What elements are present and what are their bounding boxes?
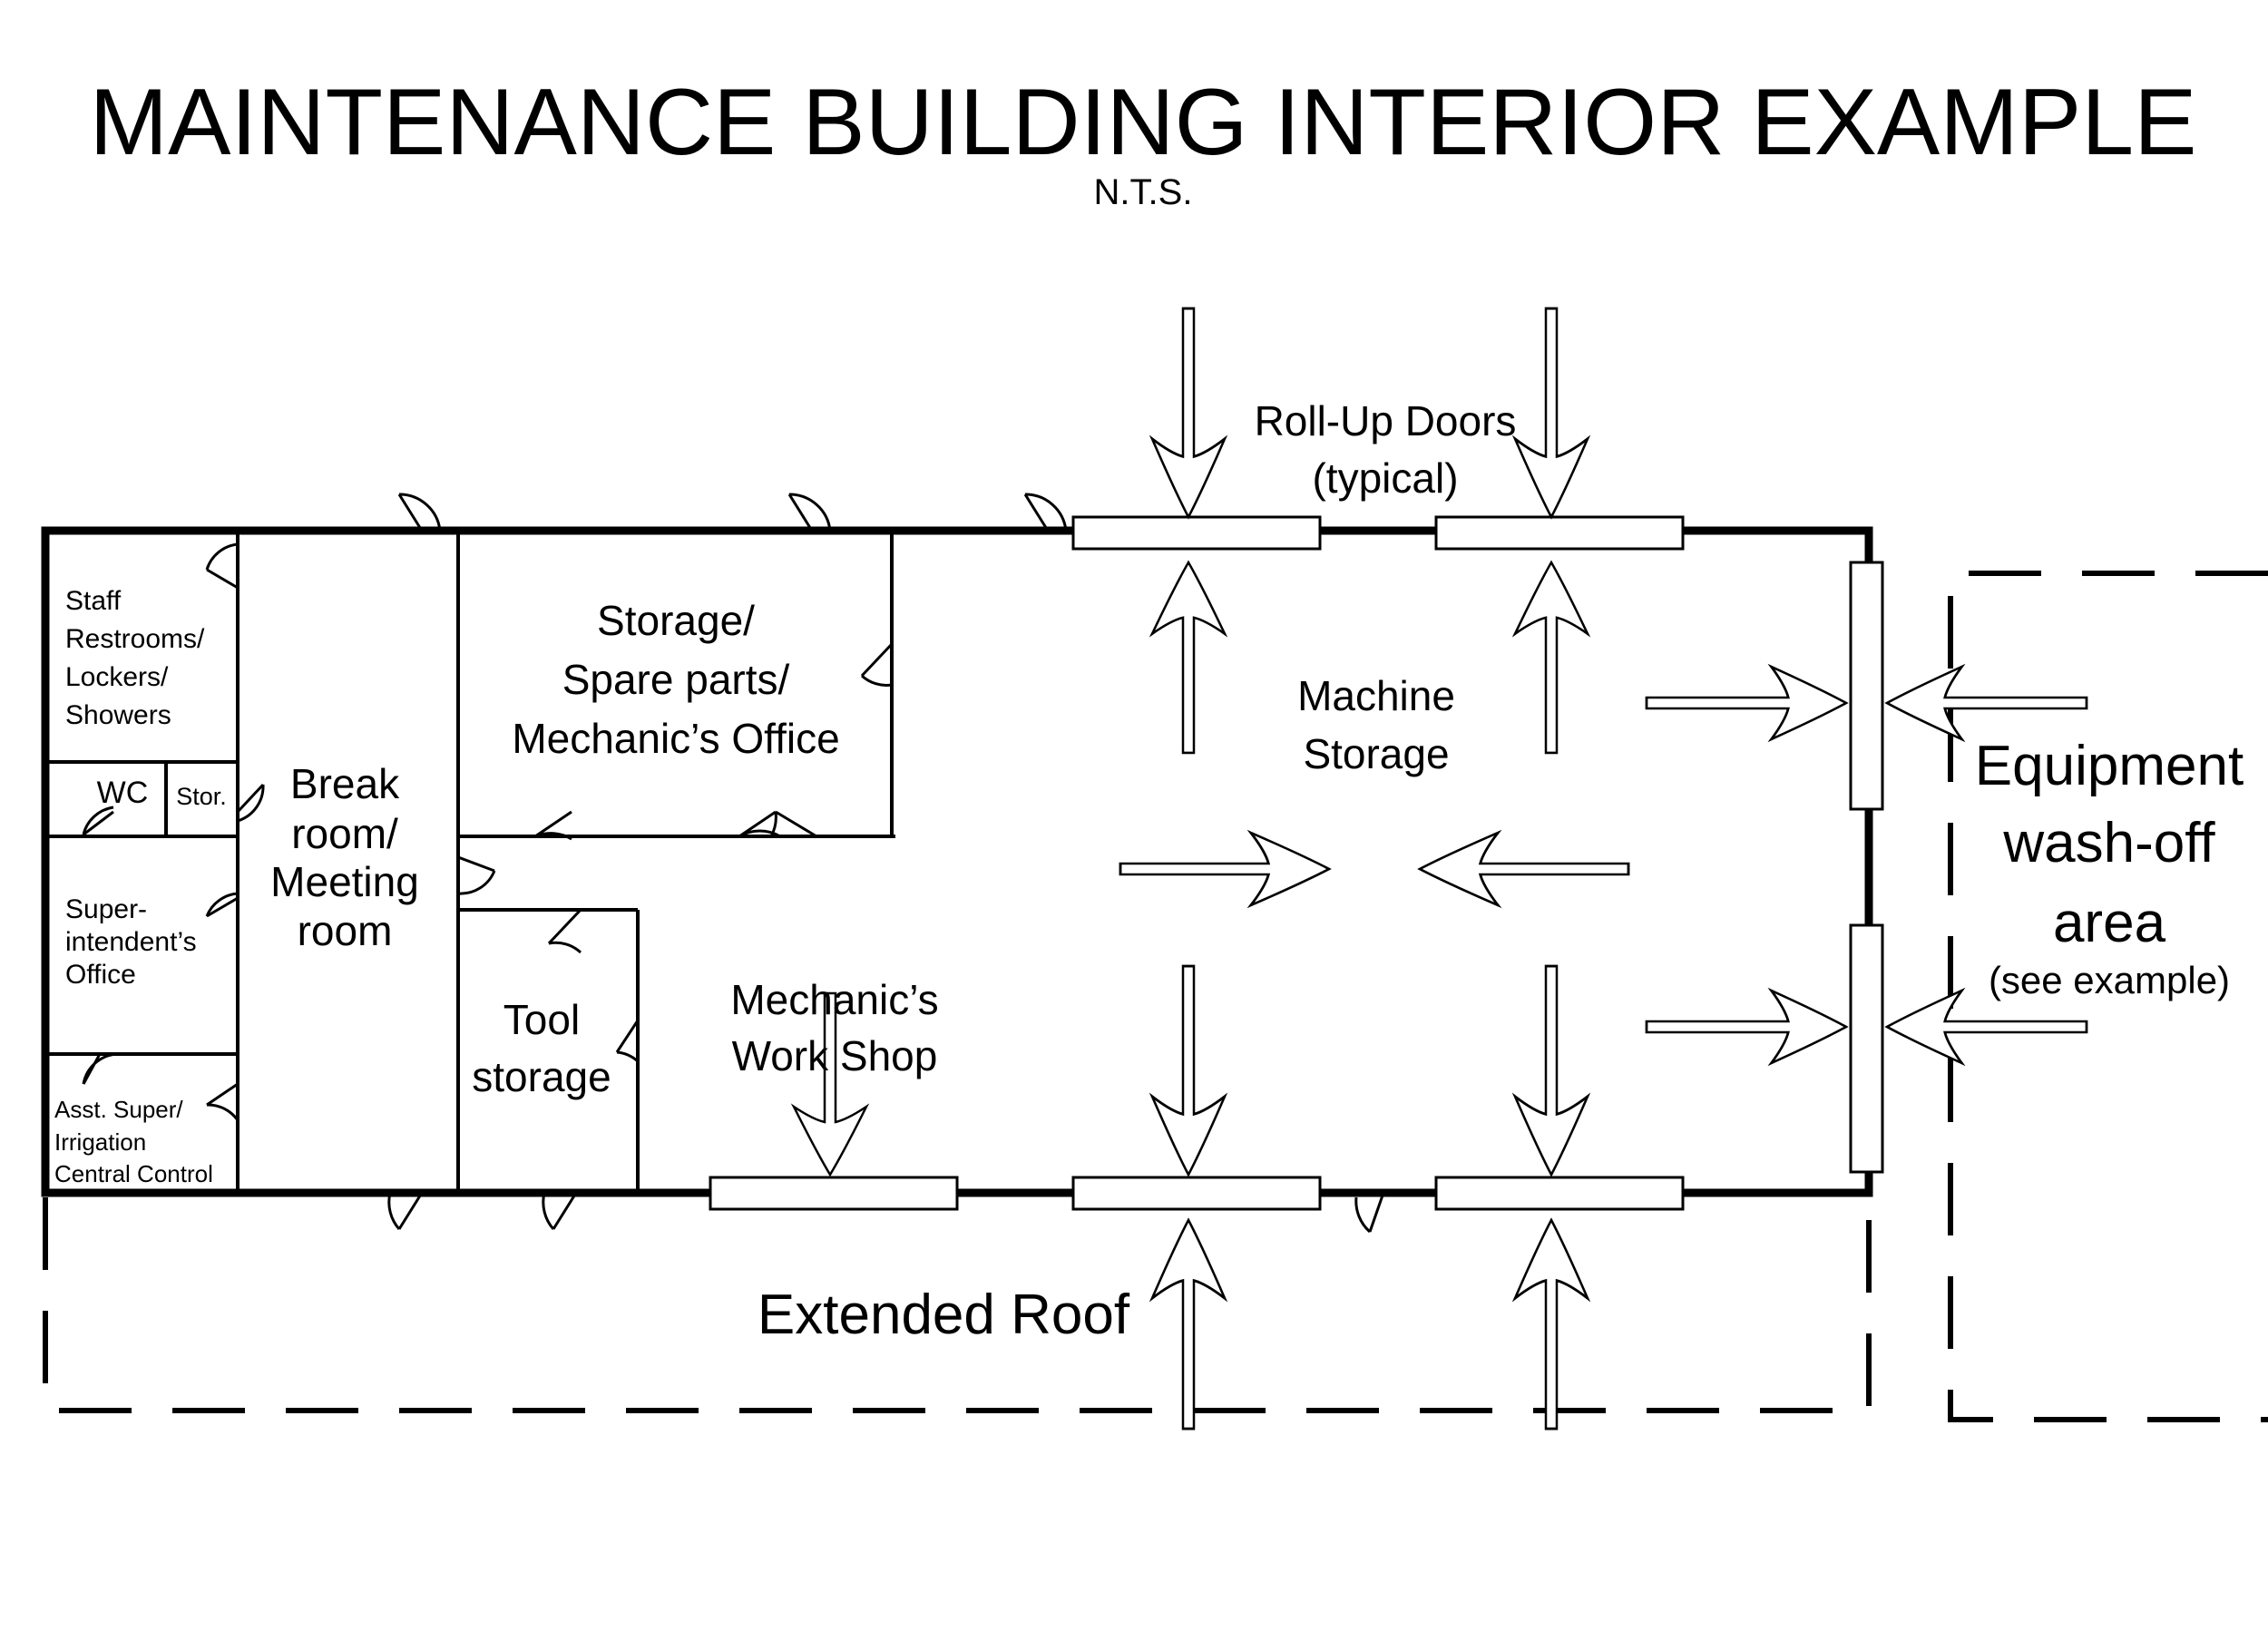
door-swing-icon [457, 855, 496, 895]
room-label-staff: Staff Restrooms/ Lockers/ Showers [65, 586, 205, 730]
door-swing-icon [1354, 1192, 1385, 1234]
rollup-door [1071, 1176, 1322, 1211]
room-label-line: storage [472, 1053, 611, 1100]
room-label-asst-super: Asst. Super/ Irrigation Central Control [54, 1096, 213, 1187]
room-label-line: Mechanic’s [730, 976, 938, 1023]
room-label-line: Storage [1303, 730, 1449, 777]
arrow-icon [1645, 989, 1848, 1065]
arrow-icon [1119, 831, 1331, 907]
arrow-icon [1513, 561, 1589, 755]
note-line: Roll-Up Doors [1255, 397, 1517, 444]
rollup-doors-note: Roll-Up Doors (typical) [1255, 397, 1517, 502]
arrow-icon [1418, 831, 1630, 907]
room-label-stor: Stor. [176, 783, 227, 810]
rollup-door [1071, 515, 1322, 551]
rollup-doors [709, 515, 1884, 1211]
arrow-icon [1150, 307, 1227, 519]
door-swing-icon [82, 1052, 119, 1085]
scale-note: N.T.S. [1094, 172, 1193, 212]
room-label-line: Meeting [270, 858, 419, 905]
door-swing-icon [787, 493, 832, 532]
room-label-line: Asst. Super/ [54, 1096, 183, 1123]
room-label-line: Super- [65, 894, 147, 924]
room-label-line: Lockers/ [65, 662, 169, 692]
rollup-door [1434, 515, 1685, 551]
arrow-icon [1885, 665, 2088, 741]
room-label-line: Work Shop [732, 1032, 938, 1079]
door-swing-icon [615, 1020, 640, 1063]
door-swing-icon [547, 908, 582, 954]
room-label-line: intendent’s [65, 927, 197, 957]
arrow-icon [1150, 964, 1227, 1176]
note-line: (typical) [1312, 454, 1458, 502]
door-swing-icon [769, 810, 817, 838]
door-swing-icon [236, 783, 265, 823]
label-line: wash-off [2002, 812, 2215, 874]
label-line: Equipment [1975, 735, 2244, 797]
room-label-line: Storage/ [597, 597, 755, 644]
arrow-icon [1150, 1218, 1227, 1430]
rollup-door [1849, 561, 1884, 811]
door-swing-icon [205, 892, 239, 918]
arrow-icon [1150, 561, 1227, 755]
room-label-line: Tool [503, 996, 580, 1043]
door-swing-icon [387, 1192, 424, 1230]
room-label-storage: Storage/ Spare parts/ Mechanic’s Office [512, 597, 839, 762]
door-swing-icon [205, 542, 239, 590]
page-title: MAINTENANCE BUILDING INTERIOR EXAMPLE [89, 70, 2196, 175]
arrow-icon [1885, 989, 2088, 1065]
extended-roof-label: Extended Roof [758, 1284, 1130, 1346]
door-swing-icon [542, 1192, 578, 1230]
room-label-line: room [298, 907, 393, 954]
room-label-workshop: Mechanic’s Work Shop [730, 976, 938, 1079]
label-line: area [2053, 892, 2166, 954]
room-label-line: Machine [1297, 672, 1455, 719]
door-swing-icon [206, 1082, 240, 1121]
room-label-line: Office [65, 960, 136, 990]
door-swing-icon [534, 810, 572, 841]
arrow-icon [1513, 307, 1589, 519]
washoff-note: (see example) [1989, 959, 2230, 1001]
room-label-break: Break room/ Meeting room [270, 760, 419, 954]
room-label-line: Showers [65, 700, 171, 730]
room-label-line: Restrooms/ [65, 624, 205, 654]
room-label-tool: Tool storage [472, 996, 611, 1100]
door-swings [82, 493, 1385, 1234]
room-label-machine: Machine Storage [1297, 672, 1455, 777]
door-swing-icon [860, 642, 894, 687]
door-swing-icon [82, 805, 114, 836]
interior-walls [45, 531, 895, 1193]
door-swing-icon [1023, 493, 1068, 532]
room-label-line: Central Control [54, 1160, 213, 1187]
room-label-line: Staff [65, 586, 122, 616]
rollup-door [1849, 923, 1884, 1174]
arrow-icon [1645, 665, 1848, 741]
rollup-door [1434, 1176, 1685, 1211]
door-swing-icon [738, 810, 781, 838]
door-swing-icon [397, 493, 442, 532]
rollup-door [709, 1176, 959, 1211]
room-label-line: Spare parts/ [562, 656, 790, 703]
arrow-icon [1513, 1218, 1589, 1430]
room-label-line: room/ [291, 810, 398, 857]
washoff-label: Equipment wash-off area [1975, 735, 2244, 954]
room-label-superintendent: Super- intendent’s Office [65, 894, 197, 990]
room-label-line: Break [290, 760, 400, 807]
arrow-icon [1513, 964, 1589, 1176]
room-label-line: Irrigation [54, 1128, 146, 1156]
room-label-line: Mechanic’s Office [512, 715, 839, 762]
room-label-wc: WC [97, 776, 149, 810]
